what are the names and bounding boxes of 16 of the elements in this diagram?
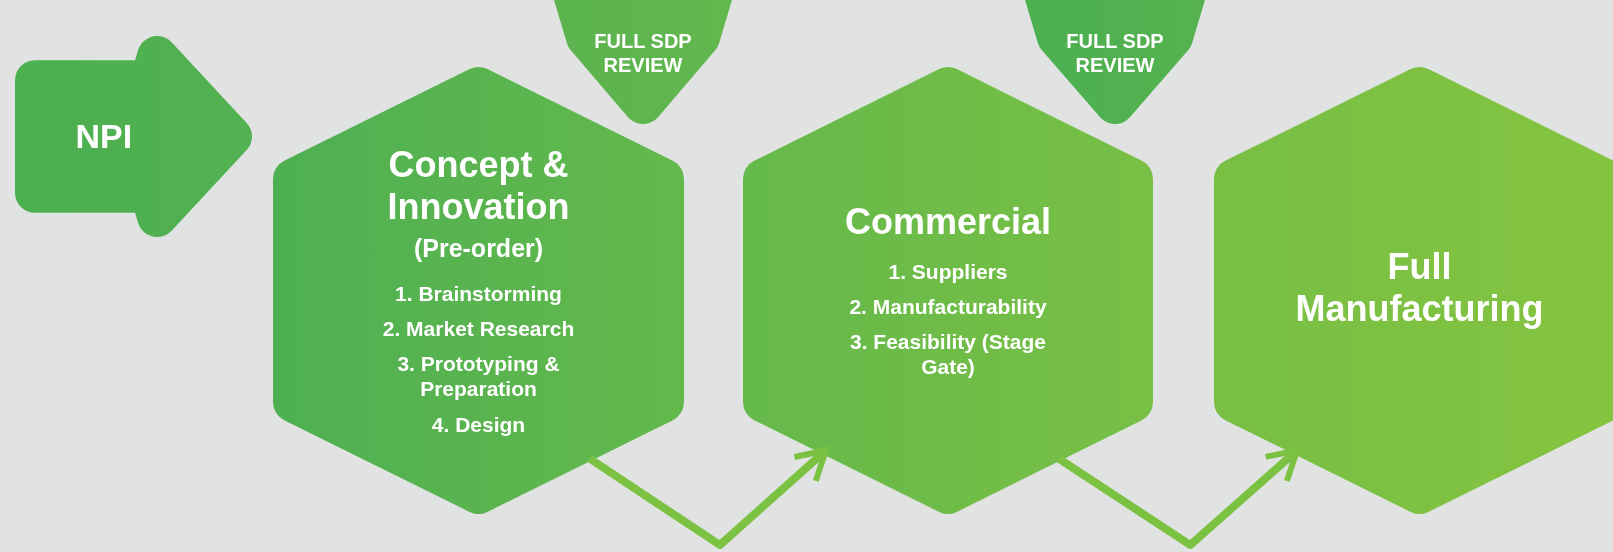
step-item: 2. Manufacturability <box>849 294 1047 320</box>
arrow <box>587 447 829 549</box>
phase-label: NPI <box>75 116 133 157</box>
stage-title: Commercial <box>844 201 1052 243</box>
stage-title: Concept & Innovation <box>386 144 571 227</box>
step-item: 1. Brainstorming <box>395 280 562 307</box>
step-item: 2. Market Research <box>382 316 575 342</box>
stage-title: Full Manufacturing <box>1294 246 1545 329</box>
step-item: 3. Prototyping & Preparation <box>396 351 561 402</box>
stage-gate-label: FULL SDP REVIEW <box>593 29 693 77</box>
stage-gate-label: FULL SDP REVIEW <box>1065 29 1165 77</box>
step-item: 4. Design <box>431 411 526 437</box>
stage-subtitle: (Pre-order) <box>413 232 544 263</box>
arrow <box>1056 447 1301 549</box>
step-item: 1. Suppliers <box>888 258 1008 284</box>
step-item: 3. Feasibility (Stage Gate) <box>848 329 1048 380</box>
